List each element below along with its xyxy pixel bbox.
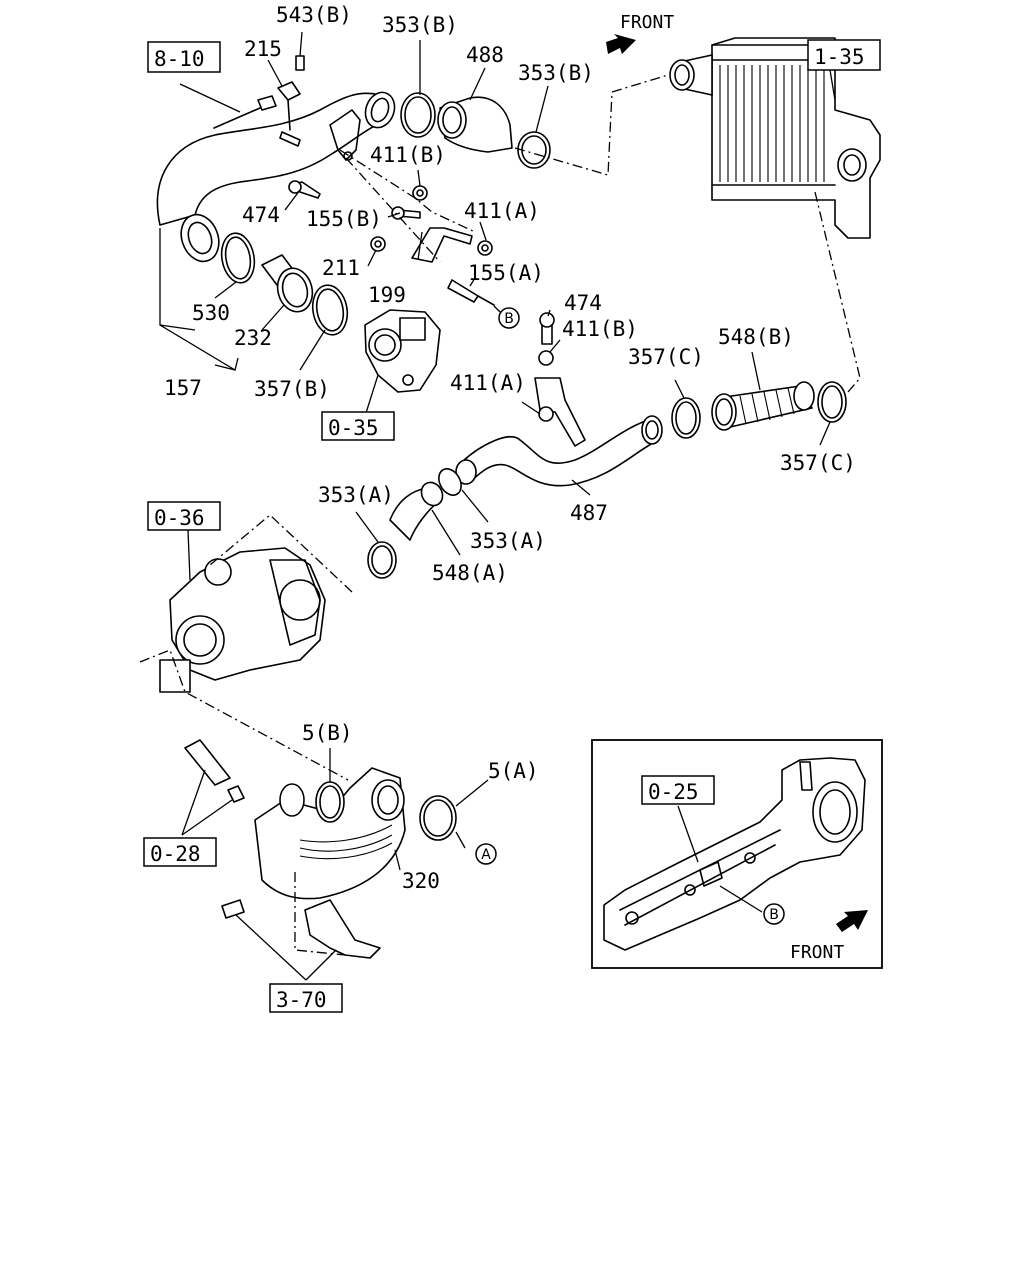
bracket-3-70 xyxy=(221,899,381,959)
ref-8-10: 8-10 xyxy=(154,47,205,71)
fitting-0-28 xyxy=(184,739,245,803)
hose-157 xyxy=(156,91,396,263)
nut-411b xyxy=(412,185,428,201)
label-353a-1: 353(A) xyxy=(318,483,394,507)
ref-0-35: 0-35 xyxy=(328,416,379,440)
front-arrow-icon xyxy=(606,34,636,54)
inset-panel: FRONT xyxy=(591,739,883,969)
sensor-215 xyxy=(277,55,305,147)
label-215: 215 xyxy=(244,37,282,61)
label-357c-1: 357(C) xyxy=(628,345,704,369)
label-357b: 357(B) xyxy=(254,377,330,401)
sleeve-232 xyxy=(261,254,314,313)
label-155a: 155(A) xyxy=(468,261,544,285)
ref-box-8-10: 8-10 xyxy=(147,41,221,73)
clamp-353a-upper xyxy=(438,468,462,496)
nut-411a xyxy=(477,240,493,256)
turbocharger xyxy=(159,547,326,693)
bolt-474-upper xyxy=(288,180,321,199)
label-353b-2: 353(B) xyxy=(518,61,594,85)
bolt-474-mid xyxy=(539,312,555,345)
label-543b: 543(B) xyxy=(276,3,352,27)
label-411b-2: 411(B) xyxy=(562,317,638,341)
label-488: 488 xyxy=(466,43,504,67)
ref-box-3-70: 3-70 xyxy=(269,983,343,1013)
label-411a-1: 411(A) xyxy=(464,199,540,223)
label-5a: 5(A) xyxy=(488,759,539,783)
pipe-487 xyxy=(455,415,663,487)
bracket-199 xyxy=(411,227,473,263)
label-474-2: 474 xyxy=(564,291,602,315)
marker-b-inset: B xyxy=(763,903,785,925)
front-arrow-top: FRONT xyxy=(606,12,674,54)
bolt-155a xyxy=(447,279,495,306)
label-530: 530 xyxy=(192,301,230,325)
ref-box-1-35: 1-35 xyxy=(807,39,881,71)
ref-box-0-28: 0-28 xyxy=(143,837,217,867)
marker-a-main: A xyxy=(475,843,497,865)
label-487: 487 xyxy=(570,501,608,525)
leader-lines xyxy=(159,31,836,981)
front-label-top: FRONT xyxy=(620,12,674,33)
pipe-320 xyxy=(254,767,406,900)
clamp-353a-lower xyxy=(367,541,397,579)
front-label-inset: FRONT xyxy=(790,942,844,963)
pipe-488 xyxy=(437,96,513,153)
label-155b: 155(B) xyxy=(306,207,382,231)
ref-box-0-36: 0-36 xyxy=(147,501,221,531)
clamp-5b xyxy=(315,781,345,823)
hose-548a xyxy=(389,481,444,541)
nut-411b-mid xyxy=(538,350,554,366)
front-arrow-inset-icon xyxy=(836,910,868,932)
connector-8-10 xyxy=(213,95,277,129)
clamp-530 xyxy=(220,232,256,284)
clamp-353b-left xyxy=(400,92,436,138)
dashed-lines xyxy=(139,74,861,956)
nut-211 xyxy=(370,236,386,252)
ref-box-0-25: 0-25 xyxy=(641,775,715,805)
ref-0-36: 0-36 xyxy=(154,506,205,530)
label-411b-1: 411(B) xyxy=(370,143,446,167)
throttle-body xyxy=(364,309,441,393)
marker-a-main-label: A xyxy=(481,847,491,863)
label-320: 320 xyxy=(402,869,440,893)
label-357c-2: 357(C) xyxy=(780,451,856,475)
clamp-357b xyxy=(311,284,349,336)
intercooler xyxy=(669,37,881,239)
clamp-5a xyxy=(419,795,457,841)
label-411a-2: 411(A) xyxy=(450,371,526,395)
intake-manifold xyxy=(603,757,866,951)
label-548a: 548(A) xyxy=(432,561,508,585)
label-548b: 548(B) xyxy=(718,325,794,349)
marker-b-inset-label: B xyxy=(769,907,779,923)
clamp-357c-left xyxy=(671,397,701,439)
clamp-353b-right xyxy=(517,131,551,169)
ref-0-28: 0-28 xyxy=(150,842,201,866)
label-211: 211 xyxy=(322,256,360,280)
label-474-1: 474 xyxy=(242,203,280,227)
nut-411a-mid xyxy=(538,406,554,422)
ref-0-25: 0-25 xyxy=(648,780,699,804)
marker-b-main-label: B xyxy=(504,311,514,327)
marker-b-main: B xyxy=(498,307,520,329)
label-232: 232 xyxy=(234,326,272,350)
label-5b: 5(B) xyxy=(302,721,353,745)
label-199: 199 xyxy=(368,283,406,307)
part-labels: 543(B) 215 353(B) 488 353(B) 411(B) 474 … xyxy=(164,3,856,893)
ref-box-0-35: 0-35 xyxy=(321,411,395,441)
clamp-357c-right xyxy=(817,381,847,423)
hose-548b xyxy=(711,381,815,431)
ref-1-35: 1-35 xyxy=(814,45,865,69)
label-157: 157 xyxy=(164,376,202,400)
ref-3-70: 3-70 xyxy=(276,988,327,1012)
label-353a-2: 353(A) xyxy=(470,529,546,553)
label-353b-1: 353(B) xyxy=(382,13,458,37)
